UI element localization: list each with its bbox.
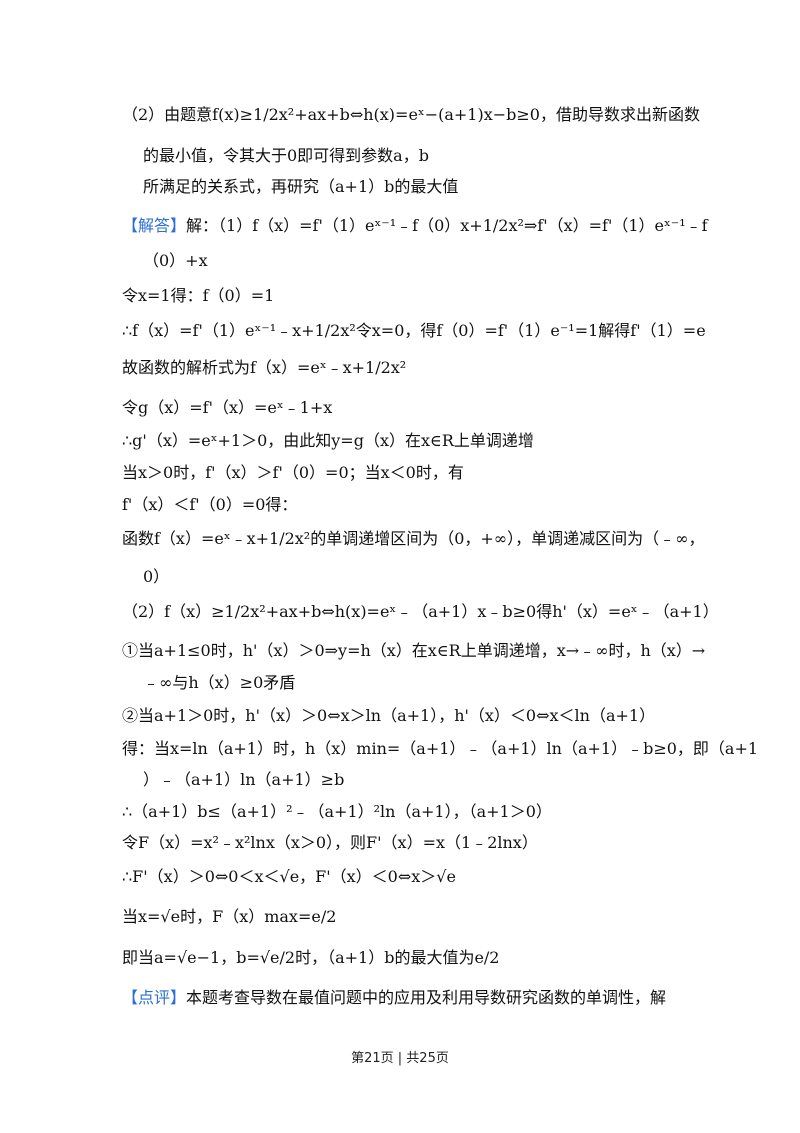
text-line: 故函数的解析式为f（x）=eˣ﹣x+1/2x² xyxy=(122,358,407,377)
text-line: 令F（x）=x²﹣x²lnx（x＞0），则F'（x）=x（1﹣2lnx） xyxy=(122,833,538,852)
text-line: ﹣∞与h（x）≥0矛盾 xyxy=(143,673,296,692)
text-line: ）﹣（a+1）ln（a+1）≥b xyxy=(143,770,345,789)
text-line: 0） xyxy=(143,567,170,586)
text-line: ∴F'（x）＞0⇔0＜x＜√e，F'（x）＜0⇔x＞√e xyxy=(122,867,456,886)
text-line: ∴（a+1）b≤（a+1）²﹣（a+1）²ln（a+1），（a+1＞0） xyxy=(122,802,552,821)
text-line: （2）由题意f(x)≥1/2x²+ax+b⇔h(x)=eˣ−(a+1)x−b≥0… xyxy=(122,105,700,124)
text-line: ∴g'（x）=eˣ+1＞0，由此知y=g（x）在x∈R上单调递增 xyxy=(122,431,534,450)
answer-line: 【解答】解：（1）f（x）=f'（1）eˣ⁻¹﹣f（0）x+1/2x²⇒f'（x… xyxy=(122,215,708,237)
text-line: 函数f（x）=eˣ﹣x+1/2x²的单调递增区间为（0，+∞），单调递减区间为（… xyxy=(122,529,705,548)
text-line: 当x=√e时，F（x）max=e/2 xyxy=(122,907,337,926)
page-footer: 第21页 | 共25页 xyxy=(351,1051,449,1066)
text-line: 令x=1得：f（0）=1 xyxy=(122,286,275,305)
comment-line: 【点评】本题考查导数在最值问题中的应用及利用导数研究函数的单调性，解 xyxy=(122,987,666,1009)
answer-tag: 【解答】 xyxy=(122,216,187,235)
text-line: ①当a+1≤0时，h'（x）＞0⇒y=h（x）在x∈R上单调递增，x→﹣∞时，h… xyxy=(122,641,706,660)
text-line: 得：当x=ln（a+1）时，h（x）min=（a+1）﹣（a+1）ln（a+1）… xyxy=(122,739,759,758)
text-line: ②当a+1＞0时，h'（x）＞0⇔x＞ln（a+1），h'（x）＜0⇔x＜ln（… xyxy=(122,706,656,725)
text-line: （0）+x xyxy=(143,251,208,270)
text-line: 即当a=√e−1，b=√e/2时，（a+1）b的最大值为e/2 xyxy=(122,948,500,967)
text-line: 的最小值，令其大于0即可得到参数a，b xyxy=(143,146,429,165)
text-line: 本题考查导数在最值问题中的应用及利用导数研究函数的单调性，解 xyxy=(186,988,667,1007)
text-line: 当x＞0时，f'（x）＞f'（0）=0；当x＜0时，有 xyxy=(122,463,464,482)
text-line: 解：（1）f（x）=f'（1）eˣ⁻¹﹣f（0）x+1/2x²⇒f'（x）=f'… xyxy=(186,216,708,235)
comment-tag: 【点评】 xyxy=(122,988,187,1007)
text-line: 令g（x）=f'（x）=eˣ﹣1+x xyxy=(122,398,333,417)
text-line: （2）f（x）≥1/2x²+ax+b⇔h(x)=eˣ﹣（a+1）x﹣b≥0得h'… xyxy=(122,602,719,621)
text-line: 所满足的关系式，再研究（a+1）b的最大值 xyxy=(143,177,459,196)
text-line: ∴f（x）=f'（1）eˣ⁻¹﹣x+1/2x²令x=0，得f（0）=f'（1）e… xyxy=(122,321,706,340)
text-line: f'（x）＜f'（0）=0得： xyxy=(122,495,298,514)
